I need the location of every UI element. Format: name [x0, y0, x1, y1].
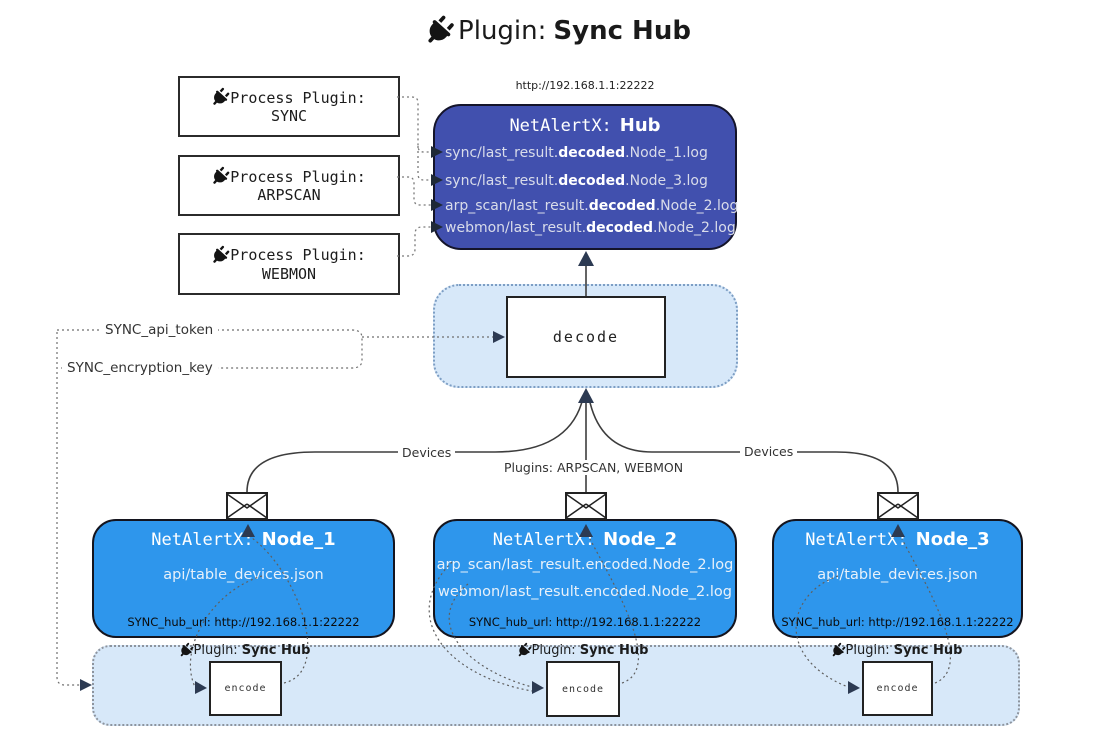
devices-label-right: Devices — [740, 444, 798, 459]
envelope-icon — [877, 492, 919, 520]
hub-log-line: webmon/last_result.decoded.Node_2.log — [445, 220, 736, 236]
conn-sync-hub-branch — [417, 146, 431, 181]
node2-title: NetAlertX:Node_2 — [492, 529, 678, 550]
node1-title: NetAlertX:Node_1 — [151, 529, 336, 550]
plugin-hub-connectors — [397, 96, 431, 257]
band-plugin-label-3: Plugin: Sync Hub — [812, 643, 982, 658]
plug-icon — [208, 164, 233, 189]
process-plugin-box-webmon: Process Plugin: WEBMON — [178, 233, 400, 295]
plug-icon — [828, 641, 847, 660]
node2-box: NetAlertX:Node_2 arp_scan/last_result.en… — [433, 519, 737, 638]
process-plugin-name: ARPSCAN — [257, 186, 321, 204]
node1-box: NetAlertX:Node_1 api/table_devices.json … — [92, 519, 395, 638]
node2-file: webmon/last_result.encoded.Node_2.log — [437, 584, 732, 600]
band-plugin-label-1: Plugin: Sync Hub — [160, 643, 330, 658]
node1-hub-url: SYNC_hub_url: http://192.168.1.1:22222 — [127, 615, 360, 629]
sync-encryption-key-label: SYNC_encryption_key — [62, 359, 218, 377]
process-plugin-label: Process Plugin: — [230, 167, 366, 186]
title-prefix: Plugin: — [458, 16, 547, 46]
conn-arpscan-hub — [397, 176, 431, 206]
hub-log-line: sync/last_result.decoded.Node_3.log — [445, 173, 708, 189]
hub-log-line: arp_scan/last_result.decoded.Node_2.log — [445, 198, 739, 214]
conn-key-band — [56, 332, 83, 686]
plug-icon — [176, 641, 195, 660]
hub-url-label: http://192.168.1.1:22222 — [515, 79, 655, 92]
node3-title: NetAlertX:Node_3 — [805, 529, 990, 550]
plugins-label-middle: Plugins: ARPSCAN, WEBMON — [500, 460, 688, 475]
envelope-icon — [226, 492, 268, 520]
plug-icon — [514, 641, 533, 660]
plug-icon — [419, 11, 458, 51]
node1-file: api/table_devices.json — [163, 567, 324, 583]
hub-log-line: sync/last_result.decoded.Node_1.log — [445, 145, 708, 161]
node3-file: api/table_devices.json — [817, 567, 978, 583]
hub-title-prefix: NetAlertX: — [509, 116, 612, 136]
plug-icon — [208, 85, 233, 110]
decode-box: decode — [506, 296, 666, 378]
node2-hub-url: SYNC_hub_url: http://192.168.1.1:22222 — [468, 615, 702, 629]
page-title: Plugin: Sync Hub — [0, 16, 1117, 46]
title-name: Sync Hub — [553, 16, 691, 46]
envelope-icon — [565, 492, 607, 520]
node3-hub-url: SYNC_hub_url: http://192.168.1.1:22222 — [781, 615, 1014, 629]
devices-label-left: Devices — [398, 445, 456, 460]
conn-sync-hub — [397, 96, 431, 153]
node3-box: NetAlertX:Node_3 api/table_devices.json … — [772, 519, 1023, 638]
arrow-into-decode-band — [578, 388, 594, 403]
encode-box-2: encode — [546, 661, 620, 717]
process-plugin-name: WEBMON — [261, 264, 317, 283]
arrow-into-band — [80, 679, 92, 691]
hub-title: NetAlertX: Hub — [435, 115, 735, 136]
process-plugin-name: SYNC — [270, 107, 308, 125]
encode-box-3: encode — [862, 661, 933, 716]
process-plugin-box-sync: Process Plugin: SYNC — [178, 76, 400, 137]
sync-api-token-label: SYNC_api_token — [100, 321, 219, 339]
hub-title-name: Hub — [619, 115, 661, 136]
plug-icon — [208, 243, 233, 268]
conn-webmon-hub — [397, 226, 431, 257]
band-plugin-label-2: Plugin: Sync Hub — [498, 643, 668, 658]
process-plugin-label: Process Plugin: — [230, 88, 366, 107]
encode-box-1: encode — [209, 661, 282, 716]
hub-box: NetAlertX: Hub sync/last_result.decoded.… — [433, 104, 739, 250]
process-plugin-box-arpscan: Process Plugin: ARPSCAN — [178, 155, 400, 216]
node2-file: arp_scan/last_result.encoded.Node_2.log — [436, 557, 734, 573]
process-plugin-label: Process Plugin: — [230, 246, 366, 264]
arrow-into-hub — [578, 251, 594, 266]
